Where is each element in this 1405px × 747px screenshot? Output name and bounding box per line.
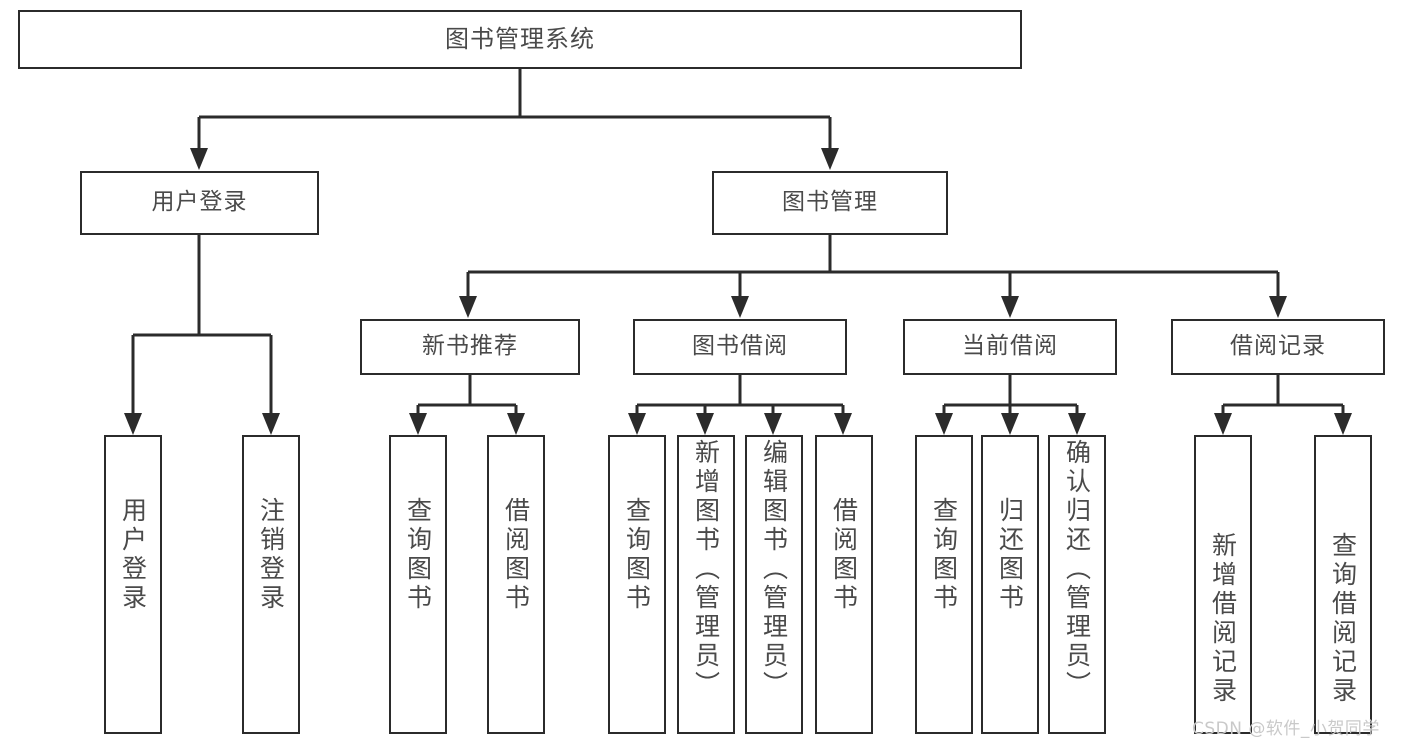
node-label: 当前借阅 [962, 333, 1058, 360]
node-borrow-record[interactable]: 借阅记录 [1171, 319, 1385, 375]
node-label: 新增借阅记录 [1208, 532, 1238, 706]
node-label: 用户登录 [118, 497, 148, 613]
node-label: 图书管理系统 [445, 25, 595, 54]
leaf-borrow-edit-book-admin[interactable]: 编辑图书（管理员） [745, 435, 803, 734]
node-label: 查询图书 [622, 497, 652, 613]
leaf-borrow-borrow-books[interactable]: 借阅图书 [815, 435, 873, 734]
leaf-record-add-borrow-record[interactable]: 新增借阅记录 [1194, 435, 1252, 734]
leaf-user-login[interactable]: 用户登录 [104, 435, 162, 734]
node-new-book-recommend[interactable]: 新书推荐 [360, 319, 580, 375]
node-label: 新增图书（管理员） [691, 439, 721, 700]
node-label: 查询图书 [403, 497, 433, 613]
node-label: 图书借阅 [692, 333, 788, 360]
leaf-borrow-add-book-admin[interactable]: 新增图书（管理员） [677, 435, 735, 734]
node-label: 注销登录 [256, 497, 286, 613]
node-label: 新书推荐 [422, 333, 518, 360]
leaf-borrow-query-books[interactable]: 查询图书 [608, 435, 666, 734]
leaf-record-query-borrow-record[interactable]: 查询借阅记录 [1314, 435, 1372, 734]
node-label: 用户登录 [151, 189, 248, 216]
node-label: 查询图书 [929, 497, 959, 613]
node-label: 借阅图书 [829, 497, 859, 613]
node-label: 借阅记录 [1230, 333, 1326, 360]
leaf-recommend-borrow-books[interactable]: 借阅图书 [487, 435, 545, 734]
node-user-login[interactable]: 用户登录 [80, 171, 319, 235]
leaf-recommend-query-books[interactable]: 查询图书 [389, 435, 447, 734]
leaf-logout-login[interactable]: 注销登录 [242, 435, 300, 734]
node-label: 借阅图书 [501, 497, 531, 613]
leaf-current-query-books[interactable]: 查询图书 [915, 435, 973, 734]
node-current-borrow[interactable]: 当前借阅 [903, 319, 1117, 375]
node-label: 确认归还（管理员） [1062, 439, 1092, 700]
leaf-current-confirm-return-admin[interactable]: 确认归还（管理员） [1048, 435, 1106, 734]
node-label: 归还图书 [995, 497, 1025, 613]
node-root-book-management-system[interactable]: 图书管理系统 [18, 10, 1022, 69]
leaf-current-return-books[interactable]: 归还图书 [981, 435, 1039, 734]
node-label: 查询借阅记录 [1328, 532, 1358, 706]
node-label: 编辑图书（管理员） [759, 439, 789, 700]
node-book-borrow[interactable]: 图书借阅 [633, 319, 847, 375]
csdn-watermark: CSDN @软件_小贺同学 [1192, 719, 1380, 739]
node-label: 图书管理 [782, 189, 878, 216]
node-book-management[interactable]: 图书管理 [712, 171, 948, 235]
